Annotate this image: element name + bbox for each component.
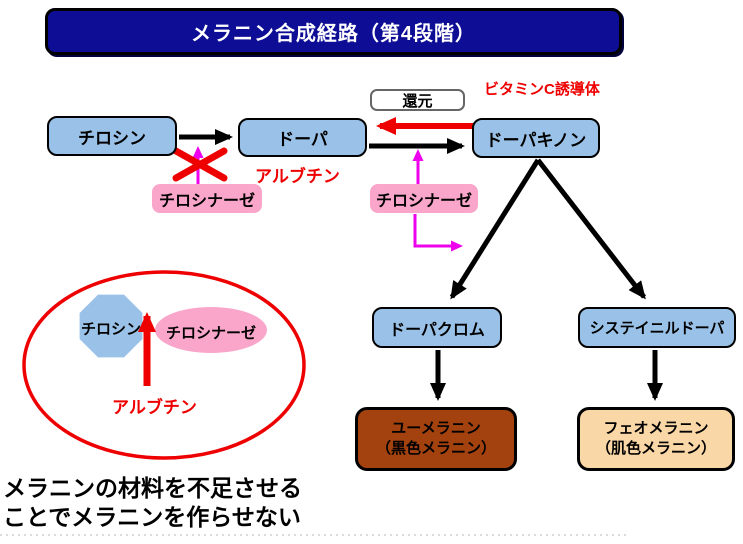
caption-line-1: メラニンの材料を不足させる [3,475,302,501]
block-x-icon [172,147,228,182]
enzyme-tyrosinase-2: チロシナーゼ [370,184,478,213]
enzyme-tyrosinase-1: チロシナーゼ [152,184,262,213]
pheomelanin-name: フェオメラニン [603,420,709,437]
bottom-edge-artifact [0,534,630,536]
node-dopachrome: ドーパクロム [372,307,502,348]
inhibition-tyrosinase-label: チロシナーゼ [165,325,256,342]
bottom-caption: メラニンの材料を不足させる ことでメラニンを作らせない [3,474,302,532]
node-dopaquinone: ドーパキノン [472,118,600,158]
node-pheomelanin: フェオメラニン （肌色メラニン） [577,407,735,471]
arrow-dopaquinone-to-dopachrome [449,158,541,300]
reduction-box: 還元 [370,89,465,111]
pheomelanin-subname: （肌色メラニン） [595,440,716,457]
arbutin-label-top: アルブチン [255,167,340,186]
diagram-title: メラニン合成経路（第4段階） [45,8,622,55]
node-dopa: ドーパ [238,118,367,157]
inhibition-ellipse-outline [22,270,306,460]
node-cysteinyldopa: システイニルドーパ [578,307,736,348]
eumelanin-name: ユーメラニン [391,420,481,437]
vitamin-c-label: ビタミンC誘導体 [484,81,600,98]
node-eumelanin: ユーメラニン （黒色メラニン） [355,407,517,471]
caption-line-2: ことでメラニンを作らせない [3,504,301,530]
arrow-dopaquinone-to-cysteinyldopa [536,158,646,300]
eumelanin-subname: （黒色メラニン） [375,440,496,457]
node-tyrosine: チロシン [47,116,177,156]
inhibition-tyrosine-label: チロシン [80,321,141,338]
arrow-tyrosinase2-elbow [413,214,463,252]
arbutin-label-bottom: アルブチン [112,398,197,417]
